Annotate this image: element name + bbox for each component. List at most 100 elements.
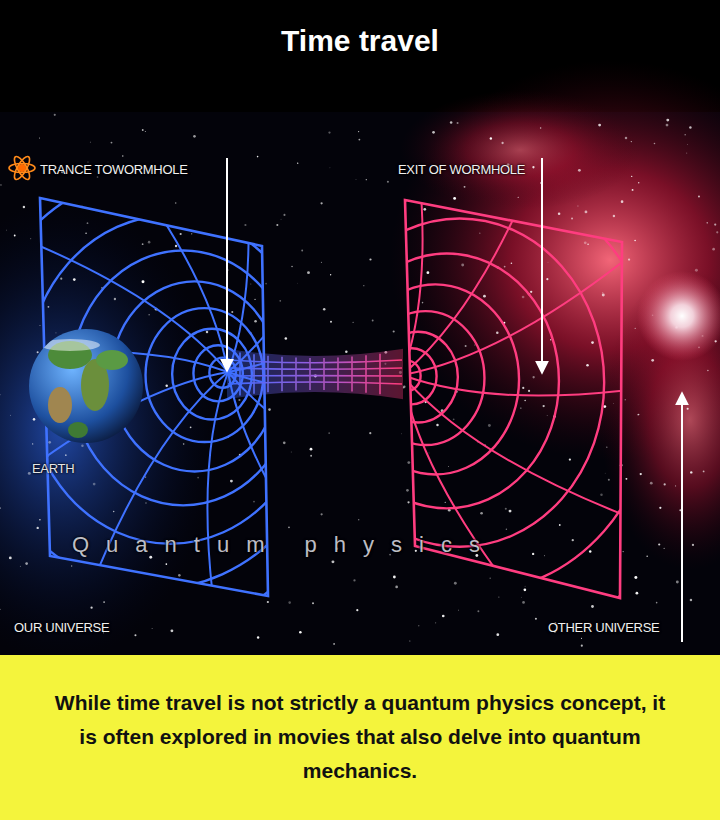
- star: [450, 121, 453, 124]
- star: [178, 574, 181, 577]
- star: [602, 292, 603, 293]
- star: [71, 565, 72, 566]
- star: [288, 527, 290, 529]
- caption-band: [0, 655, 720, 820]
- star: [285, 337, 288, 340]
- star: [9, 556, 12, 559]
- star: [329, 432, 330, 433]
- star: [10, 414, 12, 416]
- star: [689, 126, 691, 128]
- star: [93, 483, 96, 486]
- star: [664, 483, 666, 485]
- star: [330, 274, 331, 275]
- star: [321, 262, 322, 263]
- star: [496, 332, 499, 335]
- star: [714, 223, 716, 225]
- continent: [68, 422, 88, 438]
- wormhole-grid: [82, 55, 720, 695]
- star: [522, 296, 525, 299]
- star: [0, 184, 2, 186]
- star: [345, 350, 347, 352]
- tunnel-rib: [323, 358, 325, 390]
- star: [490, 137, 492, 139]
- star: [39, 519, 41, 521]
- star: [692, 544, 694, 546]
- star: [530, 291, 532, 293]
- star: [524, 400, 526, 402]
- grid-spoke: [402, 375, 679, 535]
- star: [686, 152, 687, 153]
- grid-spoke: [402, 215, 679, 375]
- star: [423, 208, 426, 211]
- star: [299, 631, 302, 634]
- star: [268, 408, 271, 411]
- star: [464, 186, 466, 188]
- star: [636, 592, 639, 595]
- star: [6, 229, 8, 231]
- star: [613, 215, 615, 217]
- star: [54, 114, 56, 116]
- star: [193, 135, 196, 138]
- star: [122, 155, 123, 156]
- star: [372, 320, 374, 322]
- star: [197, 477, 199, 479]
- star: [355, 179, 357, 181]
- star: [279, 300, 281, 302]
- star: [145, 502, 146, 503]
- star: [532, 376, 534, 378]
- star: [142, 129, 144, 131]
- star: [353, 322, 354, 323]
- star: [625, 478, 627, 480]
- star: [628, 258, 630, 260]
- star: [581, 638, 582, 639]
- star: [589, 550, 591, 552]
- star: [23, 206, 25, 208]
- atom-logo: [9, 154, 35, 181]
- star: [206, 331, 208, 333]
- star: [134, 634, 136, 636]
- star: [716, 231, 718, 233]
- star: [498, 596, 499, 597]
- star: [520, 407, 521, 408]
- continent: [48, 387, 72, 423]
- grid-spoke: [228, 95, 388, 372]
- star: [257, 636, 259, 638]
- grid-spoke: [125, 375, 402, 535]
- star: [522, 387, 524, 389]
- star: [165, 563, 167, 565]
- star: [634, 576, 637, 579]
- star: [509, 510, 512, 513]
- star: [666, 124, 669, 127]
- star: [442, 615, 445, 618]
- star: [37, 351, 39, 353]
- star: [297, 282, 299, 284]
- star: [448, 466, 450, 468]
- star: [418, 625, 419, 626]
- star: [358, 519, 359, 520]
- star: [480, 512, 483, 515]
- star: [297, 162, 298, 163]
- earth-globe: [29, 329, 143, 443]
- star: [572, 539, 574, 541]
- star: [445, 502, 446, 503]
- star: [33, 418, 36, 421]
- earth-land: [40, 339, 128, 438]
- star: [0, 394, 1, 396]
- star: [461, 264, 464, 267]
- star: [638, 414, 640, 416]
- tunnel-rib: [281, 357, 283, 391]
- star: [524, 589, 527, 592]
- star: [393, 330, 395, 332]
- star: [283, 214, 285, 216]
- tunnel-rib: [309, 358, 311, 390]
- star: [635, 328, 636, 329]
- part-label: EARTH: [32, 461, 74, 476]
- star: [358, 131, 359, 132]
- red-nebula: [600, 270, 720, 570]
- star: [366, 179, 367, 180]
- star: [307, 271, 310, 274]
- pointer-arrow: [541, 158, 543, 372]
- star: [558, 213, 561, 216]
- star: [546, 415, 548, 417]
